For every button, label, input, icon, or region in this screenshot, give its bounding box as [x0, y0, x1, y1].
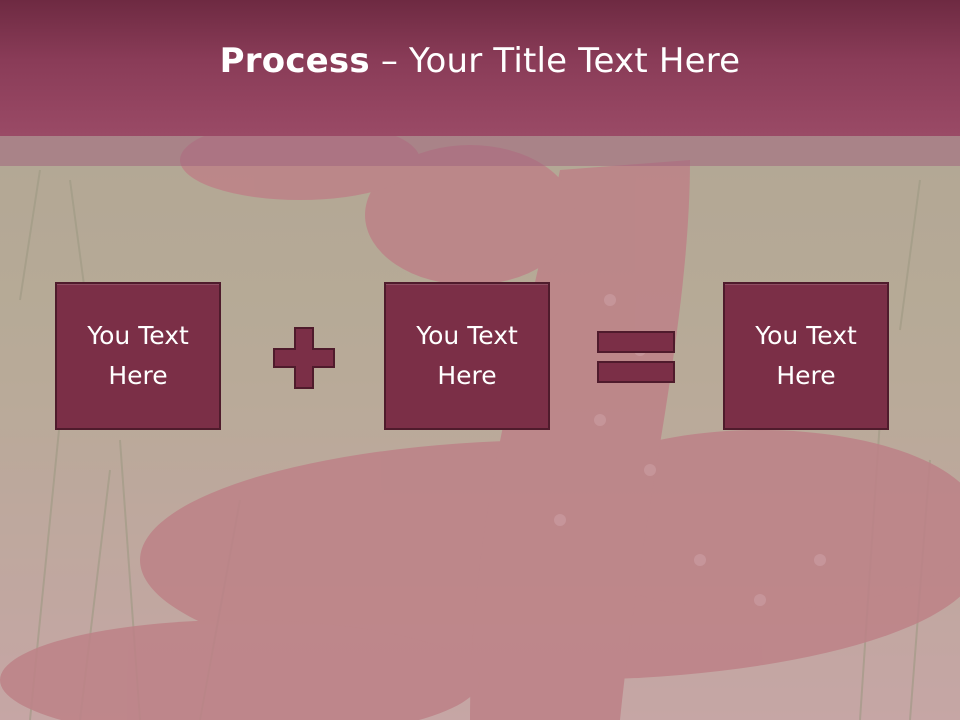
- plus-icon: [273, 327, 335, 389]
- text-box-3[interactable]: You Text Here: [723, 282, 889, 430]
- title-bold-part: Process: [219, 41, 370, 81]
- text-box-1[interactable]: You Text Here: [55, 282, 221, 430]
- text-box-2-label: You Text Here: [416, 321, 518, 390]
- equals-icon: [597, 331, 675, 383]
- title-underline-strip: [0, 136, 960, 166]
- text-box-3-label: You Text Here: [755, 321, 857, 390]
- title-rest: Your Title Text Here: [409, 41, 741, 81]
- slide-title: Process – Your Title Text Here: [220, 41, 741, 81]
- title-separator: –: [369, 41, 410, 81]
- title-bar: Process – Your Title Text Here: [0, 0, 960, 136]
- text-box-1-label: You Text Here: [87, 321, 189, 390]
- text-box-2[interactable]: You Text Here: [384, 282, 550, 430]
